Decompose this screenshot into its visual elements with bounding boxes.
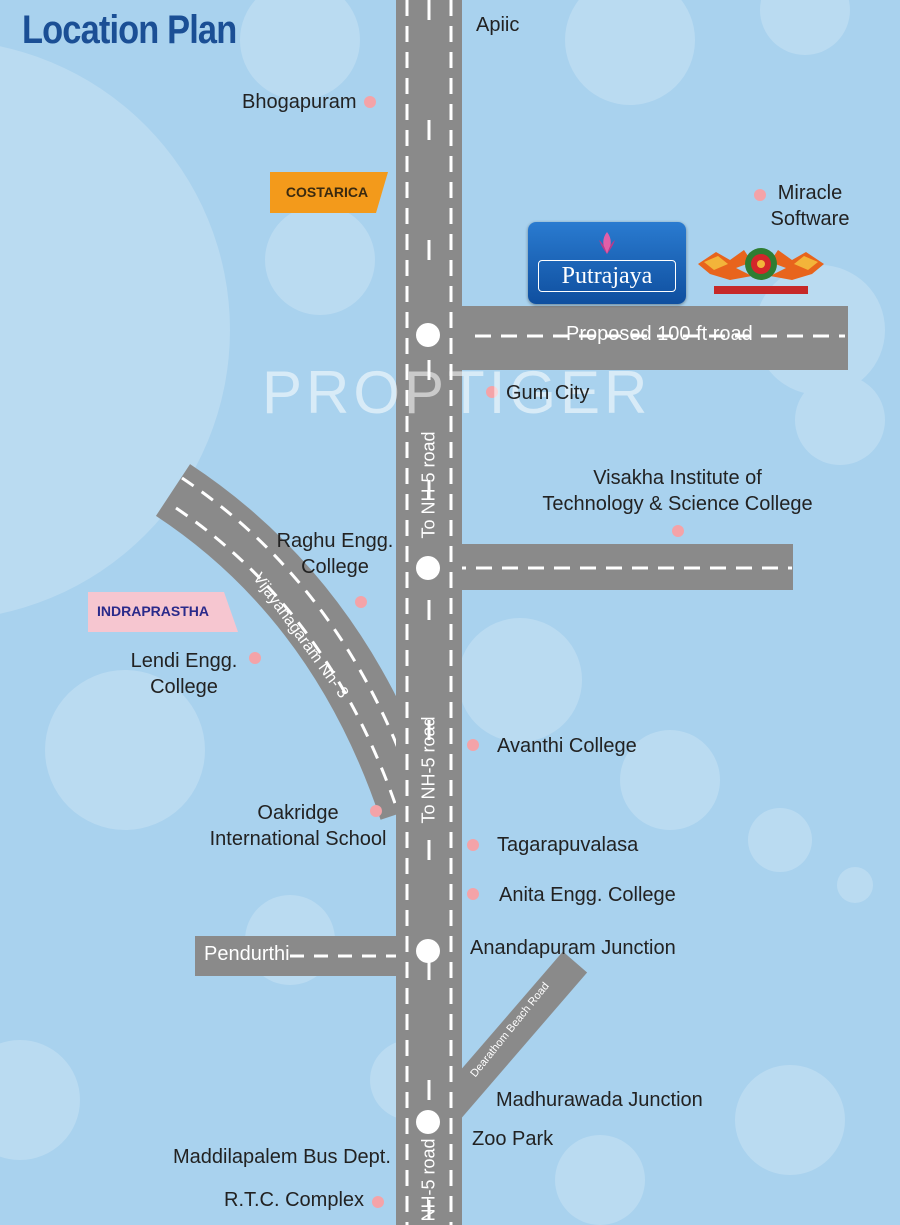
miracle-label-line-2: Software [770,208,850,230]
raghu-marker-icon [355,596,367,608]
rtc-label: R.T.C. Complex [224,1189,365,1211]
bhogapuram-label: Bhogapuram [242,91,357,113]
putrajaya-logo[interactable]: Putrajaya [528,222,686,304]
lendi-label: Lendi Engg. College [124,648,244,700]
lendi-marker-icon [249,652,261,664]
oakridge-marker-icon [370,805,382,817]
costarica-label: COSTARICA [285,184,369,200]
page-title: Location Plan [22,8,237,52]
visakha-label-line-1: Visakha Institute of [593,467,762,489]
nh5-lower-label: NH-5 road [418,1138,439,1222]
rtc-marker-icon [372,1196,384,1208]
junction-circle-icon [416,556,440,580]
anita-label: Anita Engg. College [499,884,676,906]
vijayanagaram-road-marking-2 [175,506,400,813]
dragon-emblem-icon [698,248,824,294]
apiic-label: Apiic [476,14,520,36]
miracle-label-line-1: Miracle [777,182,843,204]
oakridge-label-line-1: Oakridge [257,802,339,824]
anita-marker-icon [467,888,479,900]
project-name: Putrajaya [538,260,676,292]
vijayanagaram-road [155,464,440,820]
junction-circle-icon [416,939,440,963]
pendurthi-road-label: Pendurthi [204,943,290,965]
miracle-marker-icon [754,189,766,201]
lendi-label-line-1: Lendi Engg. [130,650,238,672]
gum-city-marker-icon [486,386,498,398]
gum-city-label: Gum City [506,382,590,404]
avanthi-marker-icon [467,739,479,751]
zoo-label: Zoo Park [472,1128,554,1150]
proposed-road [450,306,848,370]
watermark: PROPTIGER [262,359,652,426]
oakridge-label: Oakridge International School [202,800,394,852]
tagarapuvalasa-label: Tagarapuvalasa [497,834,639,856]
raghu-label: Raghu Engg. College [270,528,400,580]
tagarapuvalasa-marker-icon [467,839,479,851]
junction-circles [416,323,440,1134]
visakha-label: Visakha Institute of Technology & Scienc… [535,465,820,517]
raghu-label-line-1: Raghu Engg. [276,530,394,552]
indraprastha-tag [88,592,238,632]
raghu-label-line-2: College [301,556,369,578]
vijayanagaram-road-marking [181,476,422,809]
place-markers [249,96,766,1208]
anandapuram-label: Anandapuram Junction [470,937,676,959]
costarica-tag [270,172,388,213]
visakha-label-line-2: Technology & Science College [542,493,813,515]
nh5-middle-label: To NH-5 road [418,716,439,824]
visakha-marker-icon [672,525,684,537]
junction-circle-icon [416,1110,440,1134]
miracle-label: Miracle Software [760,180,860,232]
lendi-label-line-2: College [150,676,218,698]
flower-icon [599,232,615,254]
oakridge-label-line-2: International School [209,828,387,850]
proposed-road-label: Proposed 100 ft road [566,323,753,345]
beach-road [430,951,588,1126]
indraprastha-label: INDRAPRASTHA [97,603,209,619]
junction-circle-icon [416,323,440,347]
bhogapuram-marker-icon [364,96,376,108]
maddilapalem-label: Maddilapalem Bus Dept. [173,1146,391,1168]
nh5-upper-label: To NH-5 road [418,431,439,539]
avanthi-label: Avanthi College [497,735,637,757]
madhurawada-label: Madhurawada Junction [496,1089,703,1111]
